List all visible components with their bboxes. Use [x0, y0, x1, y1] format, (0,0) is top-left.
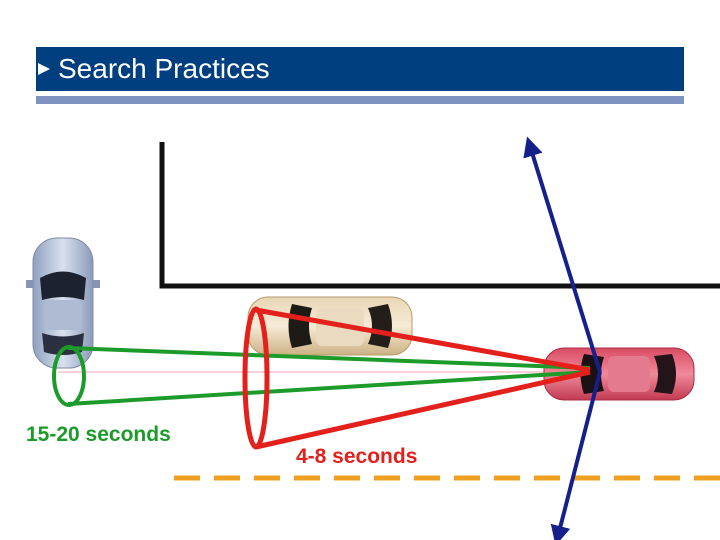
side-scan-arrows — [523, 136, 602, 540]
title-bar: Search Practices — [36, 47, 684, 91]
driver-car — [543, 347, 695, 401]
title-divider — [36, 91, 684, 95]
far-car — [26, 237, 100, 369]
scan-arrow-down — [550, 371, 602, 540]
near-zone-label: 4-8 seconds — [296, 445, 418, 468]
curb-line — [159, 142, 720, 289]
far-search-zone — [52, 345, 591, 407]
near-search-zone — [242, 306, 591, 450]
scan-arrow-up — [523, 136, 602, 373]
slide-title: Search Practices — [58, 53, 270, 84]
title-underline — [36, 96, 684, 104]
far-zone-label: 15-20 seconds — [26, 423, 171, 446]
parked-car — [247, 296, 413, 356]
bullet-arrow-icon — [38, 63, 50, 75]
